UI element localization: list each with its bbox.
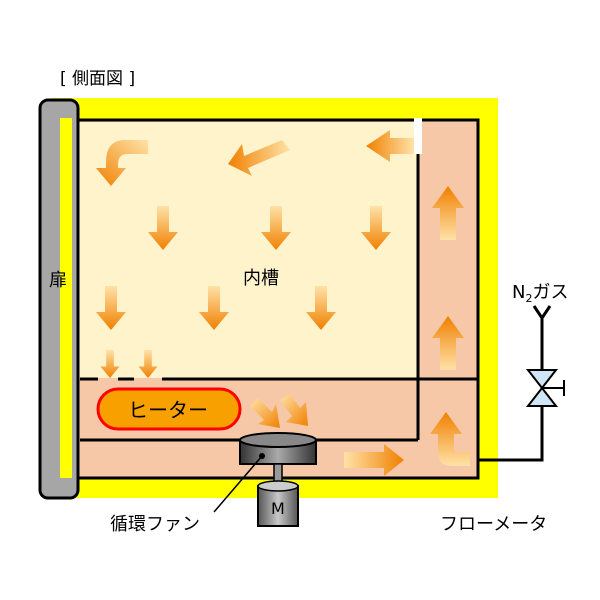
motor-body — [257, 485, 299, 527]
n2-gas-label-n: N — [512, 282, 525, 303]
n2-gas-label-suffix: ガス — [532, 282, 568, 303]
n2-gas-label: N2ガス — [512, 282, 568, 305]
air-inlet-gap — [414, 118, 422, 154]
door-label: 扉 — [49, 270, 67, 291]
circulation-fan — [239, 432, 317, 487]
motor-top — [257, 480, 299, 492]
airflow-arrows-to-fan — [250, 394, 308, 428]
airflow-arrows-inner — [96, 130, 414, 378]
airflow-arrow-to-fan-1 — [250, 398, 280, 428]
airflow-arrow-inlet-left — [366, 130, 414, 162]
n2-inlet-left-arm — [532, 305, 544, 319]
airflow-arrow-bottom-duct — [344, 444, 404, 476]
airflow-arrows-right-duct — [430, 186, 470, 466]
inner-tank-label: 内槽 — [243, 268, 279, 289]
door-seal — [60, 118, 72, 478]
n2-gas-label-subscript: 2 — [525, 292, 532, 305]
fan-leader-line — [213, 455, 263, 513]
heater — [96, 387, 242, 431]
airflow-arrow-up-1 — [432, 186, 464, 240]
heater-label: ヒーター — [128, 398, 208, 422]
n2-pipe — [478, 318, 544, 462]
door — [38, 98, 80, 500]
fan-leader-dot — [259, 453, 265, 459]
fan-label: 循環ファン — [110, 514, 200, 535]
n2-gas-line — [478, 305, 565, 462]
motor: M — [257, 480, 299, 527]
n2-inlet-right-arm — [540, 305, 552, 319]
diagram-title: [ 側面図 ] — [60, 69, 135, 89]
airflow-arrow-up-2 — [432, 316, 464, 370]
airflow-arrow-to-fan-2 — [280, 394, 308, 426]
airflow-arrow-curve-top-left — [96, 140, 148, 186]
flowmeter-label: フローメータ — [440, 514, 547, 535]
fan-top — [239, 432, 317, 448]
airflow-arrow-diag-top — [228, 140, 290, 176]
airflow-arrow-curve-bottom-right — [430, 412, 470, 466]
motor-label: M — [271, 499, 285, 518]
